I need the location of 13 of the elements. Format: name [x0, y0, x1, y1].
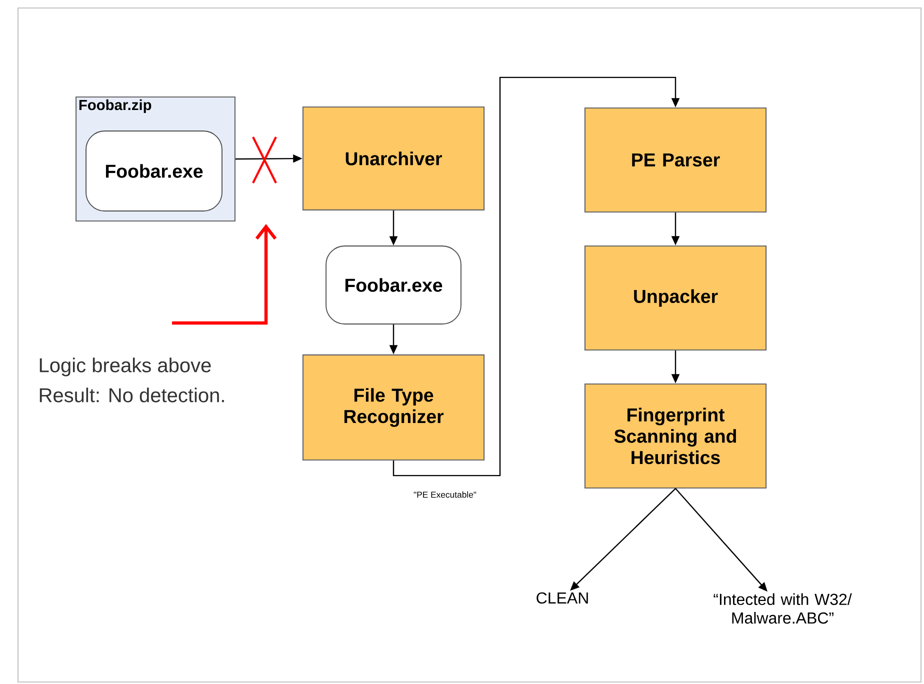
edge-label: "PE Executable"	[412, 490, 478, 500]
process-box: Unarchiver	[302, 106, 485, 210]
note-text: Result: No detection.	[40, 388, 224, 402]
file-box: Foobar.exe	[326, 246, 462, 324]
result-text: “Intected with W32/ Malware.ABC”	[714, 593, 852, 624]
process-box: PE Parser	[584, 107, 767, 213]
process-box: Fingerprint Scanning and Heuristics	[584, 383, 767, 489]
file-box: Foobar.exe	[86, 130, 222, 212]
result-text: CLEAN	[536, 592, 588, 604]
note-text: Logic breaks above	[40, 358, 211, 376]
arrow	[392, 76, 680, 476]
process-box: Unpacker	[584, 245, 767, 351]
process-box: File Type Recognizer	[302, 354, 485, 461]
